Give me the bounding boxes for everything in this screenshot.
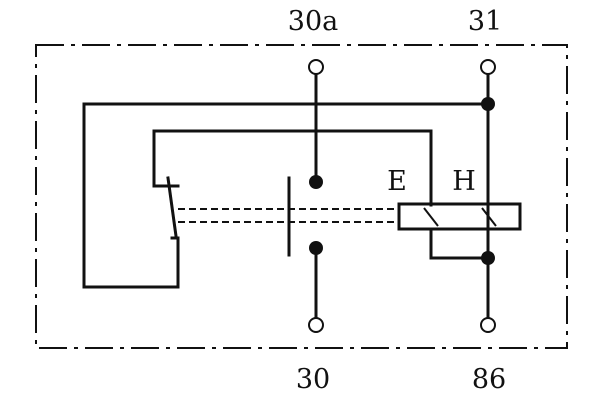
relay-coil [397,202,522,231]
coil-label-e: E [387,166,407,197]
coil-label-h: H [452,166,476,197]
terminal-label-30a: 30a [288,6,338,37]
housing-border [35,44,568,349]
wire-inner-loop [152,129,433,207]
terminal-30 [308,317,324,333]
wire-outer-loop [82,102,490,289]
junction-dot-31 [481,97,495,111]
terminal-label-31: 31 [468,6,502,37]
terminal-31 [480,59,496,75]
junction-dot-30 [309,241,323,255]
switch-blade [166,176,178,238]
terminal-label-86: 86 [472,364,506,395]
terminal-label-30: 30 [296,364,330,395]
coil-winding-2 [481,207,497,227]
terminal-30a [308,59,324,75]
junction-dot-86 [481,251,495,265]
terminal-86 [480,317,496,333]
junction-dot-30a [309,175,323,189]
wire-coil-to-86 [429,227,490,260]
coil-winding-1 [423,207,439,227]
